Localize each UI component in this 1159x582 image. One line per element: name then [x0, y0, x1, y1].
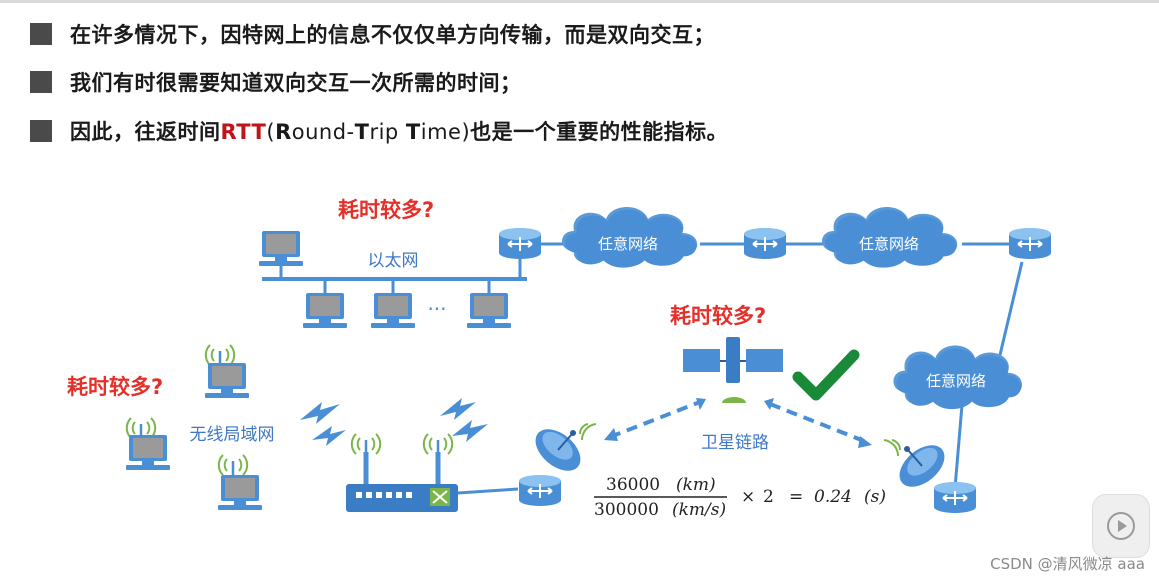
question-wlan: 耗时较多? [67, 375, 163, 399]
ethernet-pc-icon [259, 231, 303, 266]
bullet-2-text: 我们有时很需要知道双向交互一次所需的时间； [70, 71, 522, 95]
rtt-term: RTT [220, 120, 267, 144]
top-divider [0, 0, 1159, 3]
svg-text:×: × [741, 487, 755, 507]
svg-text:任意网络: 任意网络 [926, 372, 986, 390]
ellipsis: ··· [427, 297, 446, 321]
watermark: CSDN @清风微凉 aaa [990, 555, 1145, 573]
svg-text:(s): (s) [864, 487, 886, 507]
svg-text:(km/s): (km/s) [672, 500, 726, 520]
svg-text:300000: 300000 [594, 500, 659, 520]
wlan-label: 无线局域网 [190, 425, 275, 445]
cloud-network-3: 任意网络 [894, 346, 1022, 410]
svg-text:2: 2 [763, 487, 774, 507]
bullet-square-icon [30, 120, 52, 142]
wireless-ap-icon [346, 432, 458, 512]
ethernet-pc-icon [467, 293, 511, 328]
ethernet-pc-icon [303, 293, 347, 328]
svg-text:任意网络: 任意网络 [859, 235, 919, 253]
play-button[interactable] [1092, 494, 1150, 558]
router-icon [1008, 227, 1052, 260]
wlan-pc-icon [205, 363, 249, 398]
dish-antenna-icon [526, 420, 597, 480]
svg-text:36000: 36000 [606, 475, 660, 495]
satellite-icon [683, 337, 783, 403]
wireless-signal-icon [312, 426, 346, 446]
ethernet-pc-icon [371, 293, 415, 328]
wireless-signal-icon [440, 398, 476, 420]
svg-text:任意网络: 任意网络 [598, 235, 658, 253]
bullet-1: 在许多情况下，因特网上的信息不仅仅单方向传输，而是双向交互； [30, 14, 715, 54]
bullet-1-text: 在许多情况下，因特网上的信息不仅仅单方向传输，而是双向交互； [70, 23, 715, 47]
ethernet-label: 以太网 [368, 251, 419, 271]
router-icon [518, 474, 562, 507]
svg-text:=: = [789, 487, 803, 507]
router-icon [498, 227, 542, 260]
svg-text:(km): (km) [676, 475, 716, 495]
bullet-3: 因此，往返时间RTT(Round-Trip Time)也是一个重要的性能指标。 [30, 111, 728, 151]
wlan-pc-icon [126, 435, 170, 470]
bullet-3-text: 因此，往返时间RTT(Round-Trip Time)也是一个重要的性能指标。 [70, 120, 729, 144]
cloud-network-1: 任意网络 [562, 207, 697, 268]
wifi-antenna-icon [217, 453, 249, 479]
bullet-2: 我们有时很需要知道双向交互一次所需的时间； [30, 62, 522, 102]
propagation-formula: 36000 (km) 300000 (km/s) × 2 = 0.24 (s) [594, 475, 886, 520]
router-icon [933, 481, 977, 514]
question-ethernet: 耗时较多? [338, 198, 434, 222]
cloud-network-2: 任意网络 [822, 207, 957, 268]
wlan-pc-icon [218, 475, 262, 510]
router-icon [743, 227, 787, 260]
bullet-square-icon [30, 23, 52, 45]
check-icon [792, 349, 860, 401]
question-satellite: 耗时较多? [670, 304, 766, 328]
network-diagram: ··· 以太网 任意网络 任意网络 任意网络 耗时较多? 耗时较多? 耗时较多?… [67, 198, 1052, 520]
satellite-link-label: 卫星链路 [701, 433, 769, 453]
bullet-square-icon [30, 71, 52, 93]
wireless-signal-icon [452, 420, 488, 442]
wireless-signal-icon [300, 402, 340, 424]
play-icon [1107, 512, 1135, 540]
svg-text:0.24: 0.24 [814, 487, 852, 507]
